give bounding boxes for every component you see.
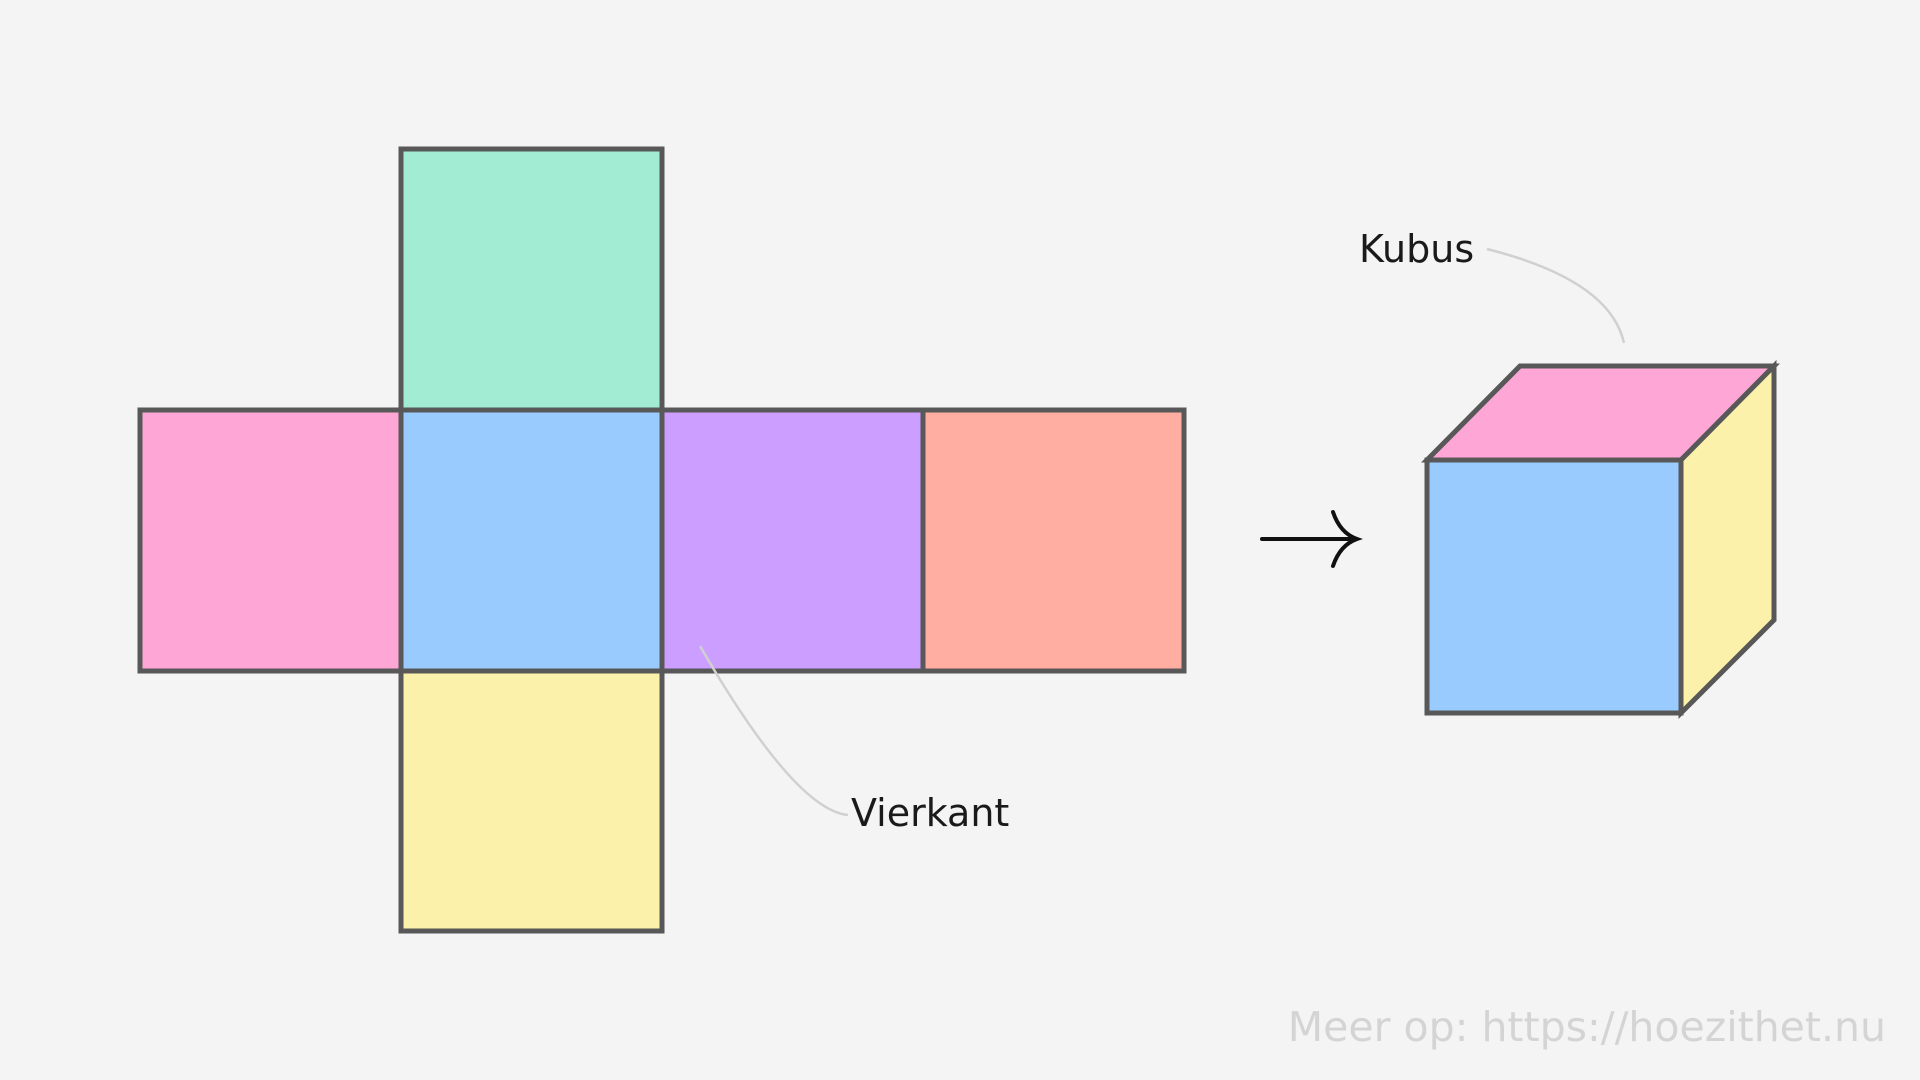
right-arrow-icon: [1260, 510, 1364, 568]
square-label: Vierkant: [851, 791, 1009, 835]
net-face-far-right: [920, 407, 1187, 674]
cube: [1421, 359, 1780, 720]
square-leader-line: [698, 645, 849, 817]
net-face-right: [659, 407, 926, 674]
net-face-left: [137, 407, 404, 674]
source-footer: Meer op: https://hoezithet.nu: [1288, 1003, 1886, 1051]
net-face-bottom: [398, 668, 665, 934]
cube-net: [137, 146, 1187, 934]
net-face-center: [398, 407, 665, 674]
cube-leader-line: [1486, 247, 1626, 344]
cube-face-front: [1424, 457, 1684, 716]
cube-label: Kubus: [1359, 227, 1474, 271]
net-face-top: [398, 146, 665, 413]
